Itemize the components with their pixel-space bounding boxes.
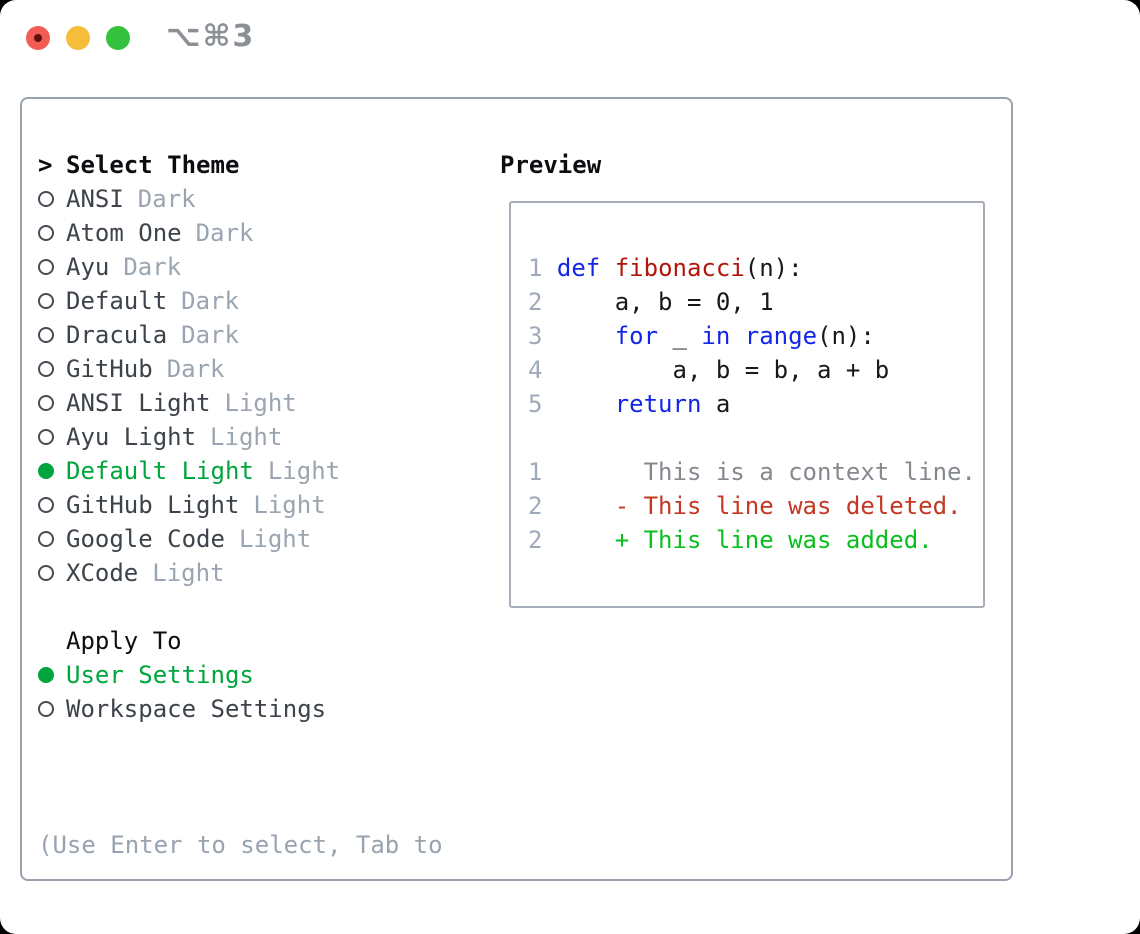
option-label: Workspace Settings [66, 695, 327, 723]
code-line: 2 a, b = 0, 1 [528, 288, 774, 316]
variant-badge: Light [238, 525, 312, 553]
radio-icon[interactable] [38, 225, 54, 241]
preview-box: 1 def fibonacci(n): 2 a, b = 0, 1 3 for _ … [509, 201, 985, 608]
option-label: User Settings [66, 661, 254, 689]
variant-badge: Light [253, 491, 326, 519]
radio-column [38, 497, 66, 513]
option-label: Default Light [66, 457, 254, 485]
theme-option-dracula[interactable]: Dracula Dark [38, 318, 443, 352]
radio-column [38, 429, 66, 445]
radio-column [38, 191, 66, 207]
radio-icon[interactable] [38, 327, 54, 343]
radio-icon[interactable] [38, 191, 54, 207]
prompt-caret-icon: > [38, 151, 53, 179]
titlebar: ⌥⌘3 [0, 0, 1140, 76]
window-shortcut-label: ⌥⌘3 [166, 19, 256, 54]
radio-icon[interactable] [38, 565, 54, 581]
option-label: Atom One [66, 219, 182, 247]
radio-column [38, 395, 66, 411]
variant-badge: Light [210, 423, 283, 451]
option-label: ANSI Light [66, 389, 211, 417]
code-preview: 1 def fibonacci(n): 2 a, b = 0, 1 3 for _ … [528, 251, 976, 557]
variant-badge: Dark [166, 355, 225, 383]
window-controls [26, 26, 130, 50]
option-label: Ayu Light [66, 423, 197, 451]
apply-option-workspace-settings[interactable]: Workspace Settings [38, 692, 443, 726]
radio-column [38, 531, 66, 547]
variant-badge: Dark [181, 321, 239, 349]
option-label: Dracula [66, 321, 168, 349]
theme-option-ayu[interactable]: Ayu Dark [38, 250, 443, 284]
theme-picker-heading-label: Select Theme [66, 151, 240, 179]
code-line [528, 421, 976, 455]
radio-column [38, 259, 66, 275]
radio-column [38, 463, 66, 479]
option-label: Default [66, 287, 168, 315]
theme-option-default[interactable]: Default Dark [38, 284, 443, 318]
theme-option-github-light[interactable]: GitHub Light Light [38, 488, 443, 522]
radio-icon[interactable] [38, 293, 54, 309]
radio-column [38, 327, 66, 343]
close-button[interactable] [26, 26, 50, 50]
minimize-button[interactable] [66, 26, 90, 50]
radio-column [38, 293, 66, 309]
preview-heading: Preview [500, 151, 602, 179]
theme-option-ansi[interactable]: ANSI Dark [38, 182, 443, 216]
option-label: XCode [66, 559, 139, 587]
code-line: 5 return a [528, 390, 731, 418]
radio-icon[interactable] [38, 429, 54, 445]
maximize-button[interactable] [106, 26, 130, 50]
theme-option-xcode[interactable]: XCode Light [38, 556, 443, 590]
radio-selected-icon[interactable] [38, 667, 54, 683]
radio-icon[interactable] [38, 361, 54, 377]
variant-badge: Dark [123, 253, 182, 281]
code-line: 2 + This line was added. [528, 526, 933, 554]
hint-line-2: change focus) [38, 930, 443, 934]
code-line: 1 def fibonacci(n): [528, 254, 803, 282]
close-dot-icon [34, 34, 42, 42]
theme-option-github[interactable]: GitHub Dark [38, 352, 443, 386]
option-label: Ayu [66, 253, 110, 281]
radio-selected-icon[interactable] [38, 463, 54, 479]
hint-line-1: (Use Enter to select, Tab to [38, 831, 443, 859]
hint-text: (Use Enter to select, Tab to change focu… [38, 760, 443, 934]
radio-column [38, 667, 66, 683]
theme-option-atom-one[interactable]: Atom One Dark [38, 216, 443, 250]
variant-badge: Light [152, 559, 225, 587]
radio-icon[interactable] [38, 701, 54, 717]
radio-column [38, 565, 66, 581]
theme-option-ansi-light[interactable]: ANSI Light Light [38, 386, 443, 420]
variant-badge: Light [224, 389, 297, 417]
theme-picker-heading: > Select Theme [38, 148, 443, 182]
code-line: 1 This is a context line. [528, 458, 976, 486]
option-label: Google Code [66, 525, 225, 553]
theme-option-default-light[interactable]: Default Light Light [38, 454, 443, 488]
radio-icon[interactable] [38, 531, 54, 547]
radio-column [38, 361, 66, 377]
theme-option-ayu-light[interactable]: Ayu Light Light [38, 420, 443, 454]
option-label: ANSI [66, 185, 124, 213]
radio-column [38, 701, 66, 717]
code-line: 2 - This line was deleted. [528, 492, 962, 520]
radio-icon[interactable] [38, 259, 54, 275]
option-label: GitHub Light [66, 491, 240, 519]
variant-badge: Dark [195, 219, 254, 247]
radio-icon[interactable] [38, 395, 54, 411]
theme-option-google-code[interactable]: Google Code Light [38, 522, 443, 556]
variant-badge: Light [267, 457, 341, 485]
variant-badge: Dark [181, 287, 239, 315]
variant-badge: Dark [137, 185, 196, 213]
option-label: GitHub [66, 355, 153, 383]
code-line: 4 a, b = b, a + b [528, 356, 890, 384]
radio-column [38, 225, 66, 241]
code-line: 3 for _ in range(n): [528, 322, 875, 350]
apply-to-heading: Apply To [66, 627, 182, 655]
apply-option-user-settings[interactable]: User Settings [38, 658, 443, 692]
radio-icon[interactable] [38, 497, 54, 513]
